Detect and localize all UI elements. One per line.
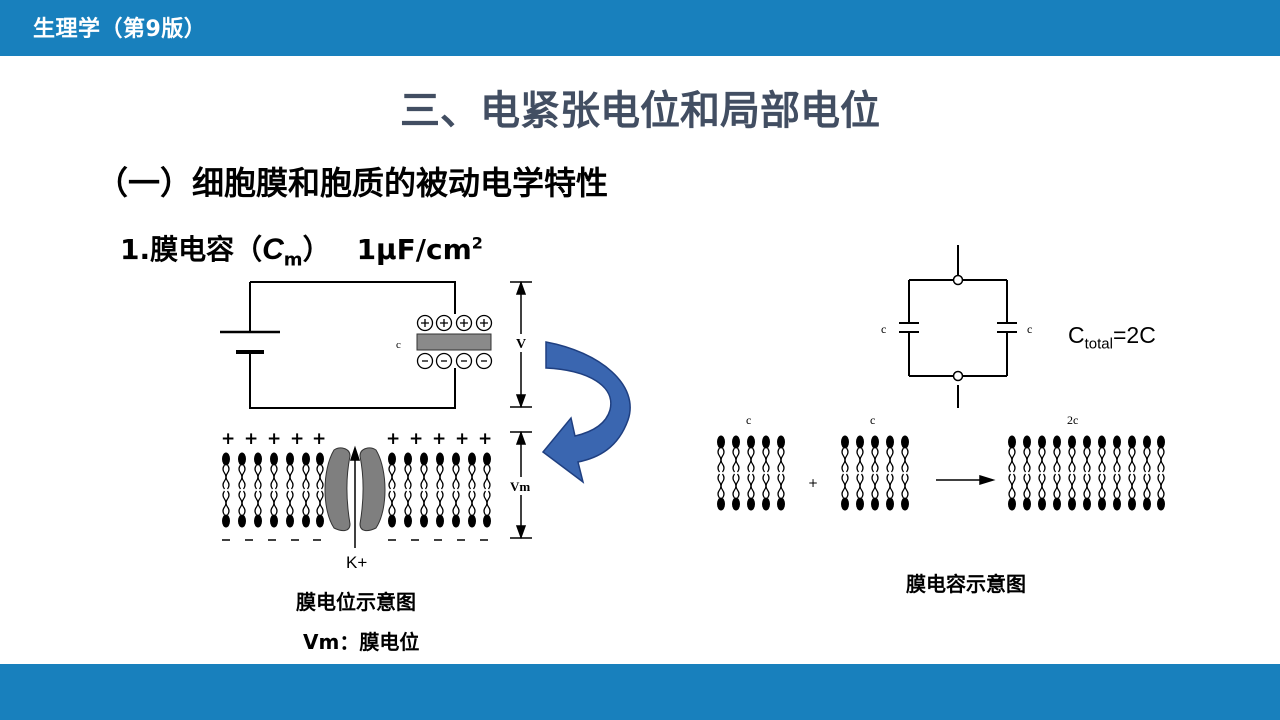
slide-title: 三、电紧张电位和局部电位: [400, 88, 880, 134]
potassium-label: K+: [346, 553, 367, 572]
negative-charges: [416, 352, 493, 370]
svg-text:+: +: [409, 429, 423, 449]
svg-text:+: +: [478, 429, 492, 449]
membrane-capacitance-heading: 1.膜电容（Cm） 1μF/cm2: [120, 228, 483, 271]
membrane-label-3: 2c: [1067, 413, 1078, 427]
svg-text:+: +: [312, 429, 326, 449]
point-suffix: ）: [302, 233, 331, 266]
total-sub: total: [1084, 335, 1113, 353]
point-symbol: C: [262, 233, 284, 266]
parallel-capacitor-circuit: [899, 245, 1017, 408]
cap-label-left: c: [881, 322, 886, 336]
section-subtitle: （一）细胞膜和胞质的被动电学特性: [96, 164, 609, 202]
curved-arrow-icon: [541, 341, 631, 484]
point-value: 1μF/cm: [356, 233, 472, 266]
svg-text:+: +: [221, 429, 235, 449]
bilayer-c1: [717, 436, 785, 511]
node-bottom: [952, 370, 964, 382]
svg-text:+: +: [290, 429, 304, 449]
ion-flow-arrow-icon: [349, 445, 361, 548]
cap-label-right: c: [1027, 322, 1032, 336]
lipid-bilayer-right: [388, 453, 491, 528]
vm-note: Vm：膜电位: [303, 630, 420, 654]
total-capacitance: Ctotal=2C: [1068, 322, 1156, 353]
membrane-label-1: c: [746, 413, 751, 427]
vm-label: Vm: [510, 479, 530, 494]
capacitor-circuit: [220, 281, 456, 409]
point-subscript: m: [283, 249, 303, 271]
bilayer-2c: [1008, 436, 1165, 511]
plus-sign: +: [808, 476, 818, 490]
membrane-capacitance-caption: 膜电容示意图: [906, 572, 1026, 596]
svg-text:+: +: [455, 429, 469, 449]
svg-text:+: +: [432, 429, 446, 449]
book-title: 生理学（第9版）: [33, 17, 207, 42]
membrane-label-2: c: [870, 413, 875, 427]
membrane-plus-charges: + + + + + + + + + +: [221, 429, 492, 449]
capacitor-plate: [416, 333, 492, 351]
svg-text:+: +: [386, 429, 400, 449]
combine-arrow-icon: [936, 474, 996, 486]
ion-channel: [324, 447, 386, 532]
node-top: [952, 274, 964, 286]
point-prefix: 1.膜电容（: [120, 233, 263, 266]
svg-text:+: +: [244, 429, 258, 449]
capacitor-label: c: [396, 339, 401, 351]
svg-text:+: +: [267, 429, 281, 449]
footer-bar: [0, 664, 1280, 720]
membrane-potential-caption: 膜电位示意图: [296, 590, 416, 614]
header-bar: 生理学（第9版）: [0, 0, 1280, 56]
voltage-label: V: [516, 337, 526, 352]
total-rest: =2C: [1112, 322, 1156, 348]
bilayer-c2: [841, 436, 909, 511]
total-base: C: [1068, 322, 1085, 348]
point-exponent: 2: [471, 233, 483, 253]
lipid-bilayer-left: [222, 453, 324, 528]
positive-charges: [416, 314, 493, 332]
